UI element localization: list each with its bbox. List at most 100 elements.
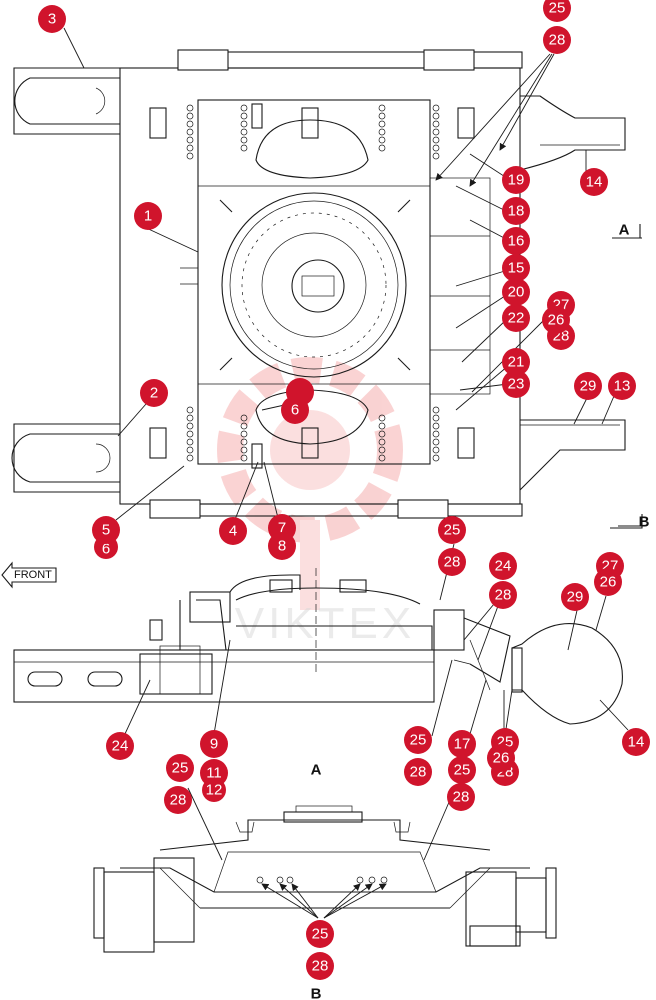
- callout-17[interactable]: 17: [448, 730, 476, 758]
- view-a-title: A: [311, 762, 322, 779]
- callout-9-label: 9: [210, 736, 218, 753]
- callout-28-b1-label: 28: [170, 792, 187, 809]
- callout-8-label: 8: [278, 538, 286, 555]
- callout-19-label: 19: [508, 172, 525, 189]
- side-view-a: [13, 568, 623, 725]
- callout-24-a3[interactable]: 24: [106, 732, 134, 760]
- callout-28-a[interactable]: 28: [438, 548, 466, 576]
- callout-2[interactable]: 2: [140, 379, 168, 407]
- front-direction-arrow: FRONT: [1, 561, 57, 589]
- callout-2-label: 2: [150, 385, 158, 402]
- top-view: [11, 49, 626, 519]
- view-marker-b-label: B: [639, 514, 650, 531]
- callout-15-label: 15: [508, 260, 525, 277]
- callout-4-label: 4: [229, 523, 237, 540]
- callout-18[interactable]: 18: [502, 197, 530, 225]
- front-arrow-label: FRONT: [14, 569, 52, 581]
- callout-14-label: 14: [586, 174, 603, 191]
- view-marker-b: B: [610, 514, 650, 531]
- callout-24-a[interactable]: 24: [489, 552, 517, 580]
- callout-16[interactable]: 16: [502, 227, 530, 255]
- leader-lines: [63, 27, 644, 919]
- callout-29-top[interactable]: 29: [574, 372, 602, 400]
- callout-11-label: 11: [206, 765, 222, 782]
- callout-4[interactable]: 4: [219, 517, 247, 545]
- callout-25-a4-label: 25: [410, 732, 427, 749]
- callout-9[interactable]: 9: [200, 730, 228, 758]
- callout-14-a[interactable]: 14: [622, 728, 650, 756]
- callout-19[interactable]: 19: [502, 166, 530, 194]
- callout-28-a4-label: 28: [410, 764, 427, 781]
- callout-23-label: 23: [508, 376, 525, 393]
- callout-28-b2[interactable]: 28: [447, 783, 475, 811]
- view-b-title: B: [311, 986, 322, 1000]
- callout-24-a-label: 24: [495, 558, 512, 575]
- callout-28-a2[interactable]: 28: [489, 581, 517, 609]
- callout-15[interactable]: 15: [502, 254, 530, 282]
- callout-23[interactable]: 23: [502, 370, 530, 398]
- callout-25-a[interactable]: 25: [438, 516, 466, 544]
- callout-29-top-label: 29: [580, 378, 597, 395]
- callout-26-a2-label: 26: [493, 750, 510, 767]
- callout-28-b1[interactable]: 28: [164, 786, 192, 814]
- callout-29-a-label: 29: [567, 589, 584, 606]
- callout-16-label: 16: [508, 233, 525, 250]
- callout-20-label: 20: [508, 284, 525, 301]
- callout-21-label: 21: [508, 354, 525, 371]
- callout-26-top-label: 26: [548, 312, 565, 329]
- callout-28-a4[interactable]: 28: [404, 758, 432, 786]
- callout-1[interactable]: 1: [134, 202, 162, 230]
- callout-28-label: 28: [549, 32, 566, 49]
- rear-view-b: [93, 805, 557, 953]
- callout-25-b[interactable]: 25: [306, 920, 334, 948]
- callout-5[interactable]: 5: [92, 516, 120, 544]
- callout-22-label: 22: [508, 310, 525, 327]
- callout-28[interactable]: 28: [543, 26, 571, 54]
- watermark-text: VIKTEX: [235, 599, 416, 648]
- callout-13-label: 13: [614, 378, 631, 395]
- callout-28-b2-label: 28: [453, 789, 470, 806]
- callout-22[interactable]: 22: [502, 304, 530, 332]
- callout-7-label: 7: [278, 520, 286, 537]
- callout-5-label: 5: [102, 522, 110, 539]
- callout-17-label: 17: [454, 736, 471, 753]
- callout-29-a[interactable]: 29: [561, 583, 589, 611]
- callout-12-label: 12: [206, 782, 223, 799]
- callout-14[interactable]: 14: [580, 168, 608, 196]
- callout-8[interactable]: 8: [268, 532, 296, 560]
- callout-6-lower-label: 6: [102, 541, 110, 558]
- callout-25-a-label: 25: [444, 522, 461, 539]
- callout-20[interactable]: 20: [502, 278, 530, 306]
- callout-24-a3-label: 24: [112, 738, 129, 755]
- callout-1-label: 1: [144, 208, 152, 225]
- callout-26-top[interactable]: 26: [542, 306, 570, 334]
- callout-28-b3[interactable]: 28: [306, 952, 334, 980]
- callout-18-label: 18: [508, 203, 525, 220]
- callout-6[interactable]: 6: [281, 396, 309, 424]
- callout-11[interactable]: 11: [200, 759, 228, 787]
- callout-26-a[interactable]: 26: [594, 568, 622, 596]
- callout-26-a2[interactable]: 26: [487, 744, 515, 772]
- callout-28-b3-label: 28: [312, 958, 329, 975]
- callout-25[interactable]: 25: [543, 0, 571, 22]
- callout-6-label: 6: [291, 402, 299, 419]
- callout-28-a2-label: 28: [495, 587, 512, 604]
- callout-26-a-label: 26: [600, 574, 617, 591]
- callout-28-a-label: 28: [444, 554, 461, 571]
- callout-3[interactable]: 3: [38, 5, 66, 33]
- callout-14-a-label: 14: [628, 734, 645, 751]
- callout-25-a3[interactable]: 25: [166, 754, 194, 782]
- callout-12[interactable]: 12: [202, 778, 226, 802]
- callout-25-b-label: 25: [312, 926, 329, 943]
- callout-21[interactable]: 21: [502, 348, 530, 376]
- callout-25-label: 25: [549, 0, 566, 17]
- callouts: 3 25 28 1 19 14 18 16 15 20 22 27 28 26 …: [38, 0, 650, 980]
- callout-25-a3-label: 25: [172, 760, 189, 777]
- callout-25-a6[interactable]: 25: [448, 756, 476, 784]
- callout-25-a6-label: 25: [454, 762, 471, 779]
- callout-13[interactable]: 13: [608, 372, 636, 400]
- view-marker-a-label: A: [619, 222, 630, 239]
- callout-25-a4[interactable]: 25: [404, 726, 432, 754]
